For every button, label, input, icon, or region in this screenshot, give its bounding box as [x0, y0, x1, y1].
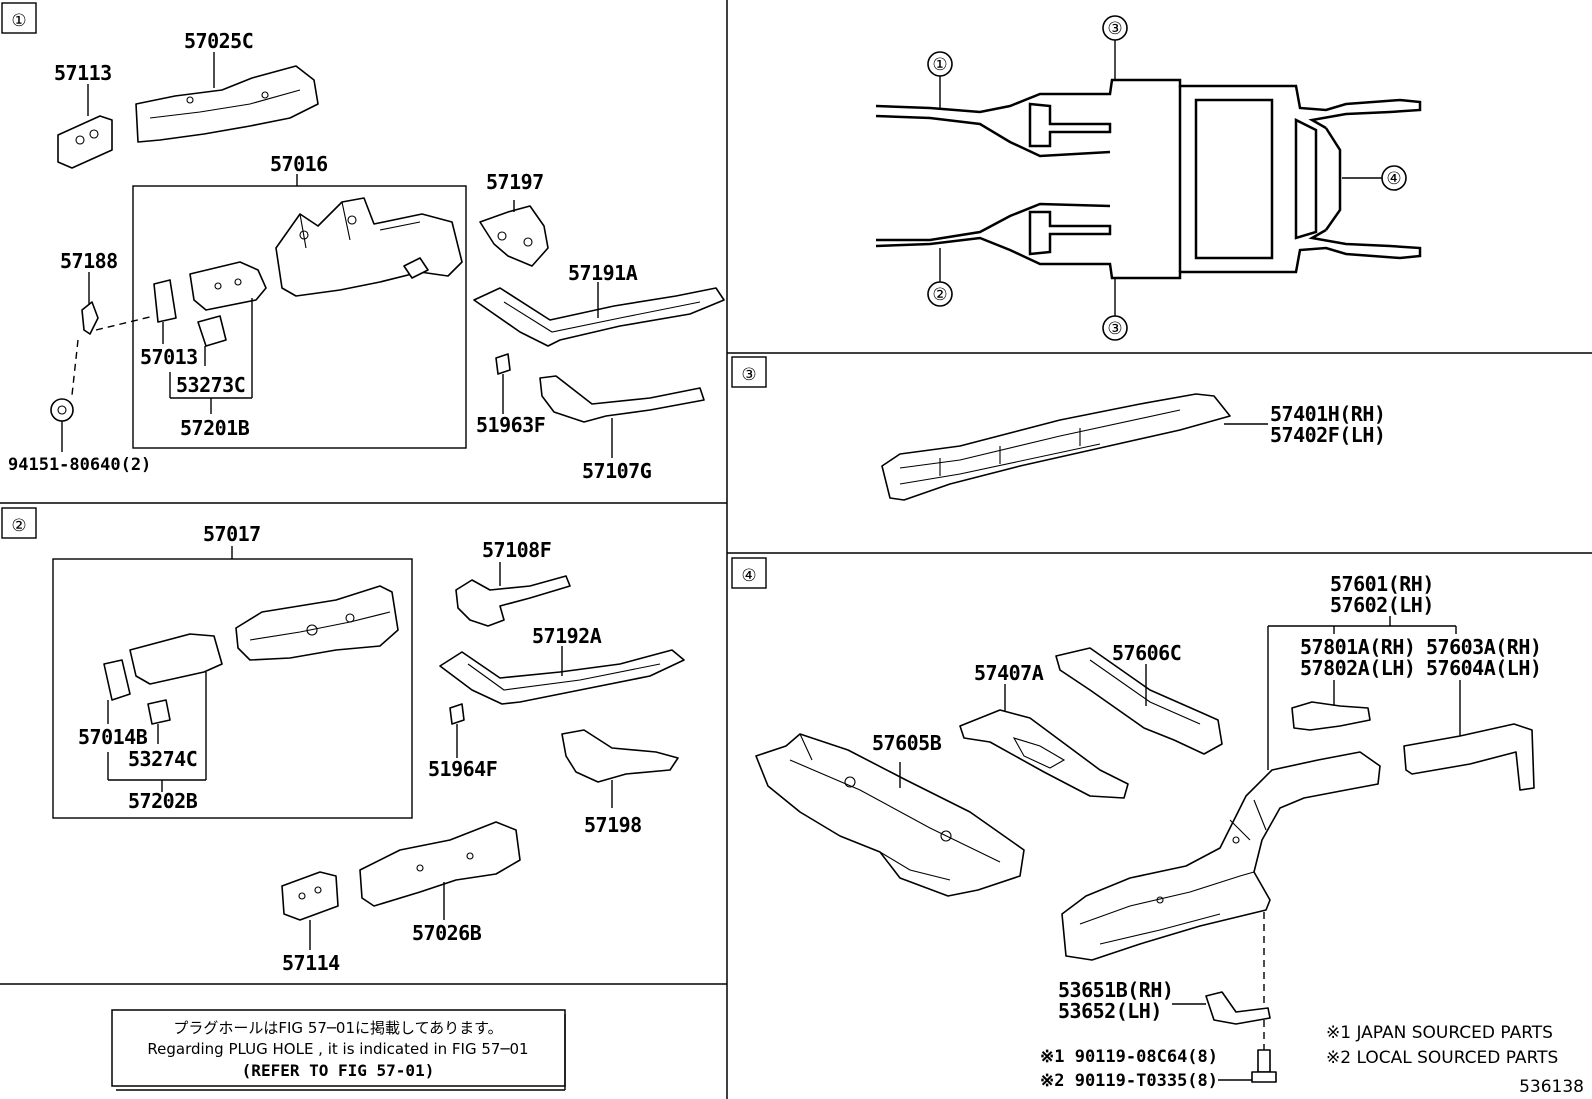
section-3: 57401H(RH) 57402F(LH) — [881, 393, 1386, 501]
callout-4[interactable]: ④ — [1386, 169, 1401, 189]
note-english: Regarding PLUG HOLE , it is indicated in… — [147, 1040, 528, 1058]
svg-text:①: ① — [11, 11, 26, 31]
label-57802A[interactable]: 57802A(LH) — [1300, 656, 1416, 680]
part-57603A-shape — [1403, 723, 1535, 791]
svg-text:②: ② — [11, 516, 26, 536]
label-53274C[interactable]: 53274C — [128, 747, 198, 771]
label-57197[interactable]: 57197 — [486, 170, 544, 194]
label-57602[interactable]: 57602(LH) — [1330, 593, 1434, 617]
label-53273C[interactable]: 53273C — [176, 373, 246, 397]
label-57192A[interactable]: 57192A — [532, 624, 602, 648]
label-57401H[interactable]: 57401H(RH) — [1270, 402, 1386, 426]
label-51964F[interactable]: 51964F — [428, 757, 498, 781]
label-57601[interactable]: 57601(RH) — [1330, 572, 1434, 596]
callout-1[interactable]: ① — [932, 55, 947, 75]
part-57198-shape — [561, 729, 679, 783]
legend-japan-sourced: ※1 JAPAN SOURCED PARTS — [1326, 1023, 1553, 1043]
label-57201B[interactable]: 57201B — [180, 416, 250, 440]
callout-3-bottom[interactable]: ③ — [1107, 319, 1122, 339]
label-bolt-japan[interactable]: ※1 90119-08C64(8) — [1040, 1047, 1218, 1067]
section-4: 57601(RH) 57602(LH) 57801A(RH) 57802A(LH… — [755, 572, 1542, 1091]
part-57114-shape — [281, 871, 339, 921]
label-57014B[interactable]: 57014B — [78, 725, 148, 749]
legend-local-sourced: ※2 LOCAL SOURCED PARTS — [1326, 1048, 1558, 1068]
label-57188[interactable]: 57188 — [60, 249, 118, 273]
label-57801A[interactable]: 57801A(RH) — [1300, 635, 1416, 659]
label-94151-80640[interactable]: 94151-80640(2) — [8, 455, 151, 475]
label-57016[interactable]: 57016 — [270, 152, 328, 176]
part-57107G-shape — [539, 375, 705, 423]
part-57202B-shape — [129, 633, 223, 685]
label-57107G[interactable]: 57107G — [582, 459, 652, 483]
label-51963F[interactable]: 51963F — [476, 413, 546, 437]
part-57605B-shape — [755, 733, 1025, 897]
label-57606C[interactable]: 57606C — [1112, 641, 1182, 665]
part-57192A-shape — [439, 649, 685, 705]
label-57113[interactable]: 57113 — [54, 61, 112, 85]
note-reference: (REFER TO FIG 57-01) — [242, 1061, 435, 1080]
label-57198[interactable]: 57198 — [584, 813, 642, 837]
part-57201B-shape — [189, 261, 267, 311]
part-57108F-shape — [455, 575, 571, 627]
part-57017-shape — [235, 585, 399, 661]
part-57026B-shape — [359, 821, 521, 907]
label-bolt-local[interactable]: ※2 90119-T0335(8) — [1040, 1071, 1218, 1091]
svg-text:③: ③ — [741, 365, 756, 385]
section-tag-1[interactable]: ① — [1, 2, 37, 34]
label-57013[interactable]: 57013 — [140, 345, 198, 369]
section-tag-3[interactable]: ③ — [731, 356, 767, 388]
section-tag-2[interactable]: ② — [1, 507, 37, 539]
part-57606C-shape — [1055, 647, 1223, 755]
label-57114[interactable]: 57114 — [282, 951, 341, 975]
label-57407A[interactable]: 57407A — [974, 661, 1044, 685]
label-57604A[interactable]: 57604A(LH) — [1426, 656, 1542, 680]
plug-hole-note: プラグホールはFIG 57─01に掲載してあります。 Regarding PLU… — [111, 1009, 566, 1091]
label-57017[interactable]: 57017 — [203, 522, 261, 546]
figure-id: 536138 — [1519, 1077, 1584, 1097]
callout-2[interactable]: ② — [932, 285, 947, 305]
label-57026B[interactable]: 57026B — [412, 921, 482, 945]
svg-text:④: ④ — [741, 566, 756, 586]
label-53652[interactable]: 53652(LH) — [1058, 999, 1162, 1023]
section-1: 57113 57025C 57016 57013 53273C 57201B 5… — [8, 29, 725, 483]
section-tag-4[interactable]: ④ — [731, 557, 767, 589]
part-57197-shape — [479, 205, 549, 267]
part-57401H-shape — [881, 393, 1231, 501]
part-57407A-shape — [959, 709, 1129, 799]
label-57025C[interactable]: 57025C — [184, 29, 254, 53]
frame-overview: ① ② ③ ③ ④ — [875, 15, 1422, 341]
part-57113-shape — [57, 115, 113, 169]
note-japanese: プラグホールはFIG 57─01に掲載してあります。 — [173, 1019, 502, 1037]
label-57202B[interactable]: 57202B — [128, 789, 198, 813]
part-57025C-shape — [135, 65, 319, 143]
section-2: 57017 57014B 53274C 57202B 57108F 57192A… — [52, 522, 685, 975]
part-53651B-shape — [1205, 991, 1271, 1025]
part-57016-shape — [275, 197, 463, 297]
label-53651B[interactable]: 53651B(RH) — [1058, 978, 1174, 1002]
label-57108F[interactable]: 57108F — [482, 538, 552, 562]
label-57402F[interactable]: 57402F(LH) — [1270, 423, 1386, 447]
part-57601-shape — [1061, 751, 1381, 961]
part-57191A-shape — [473, 287, 725, 347]
label-57603A[interactable]: 57603A(RH) — [1426, 635, 1542, 659]
callout-3-top[interactable]: ③ — [1107, 19, 1122, 39]
label-57191A[interactable]: 57191A — [568, 261, 638, 285]
label-57605B[interactable]: 57605B — [872, 731, 942, 755]
